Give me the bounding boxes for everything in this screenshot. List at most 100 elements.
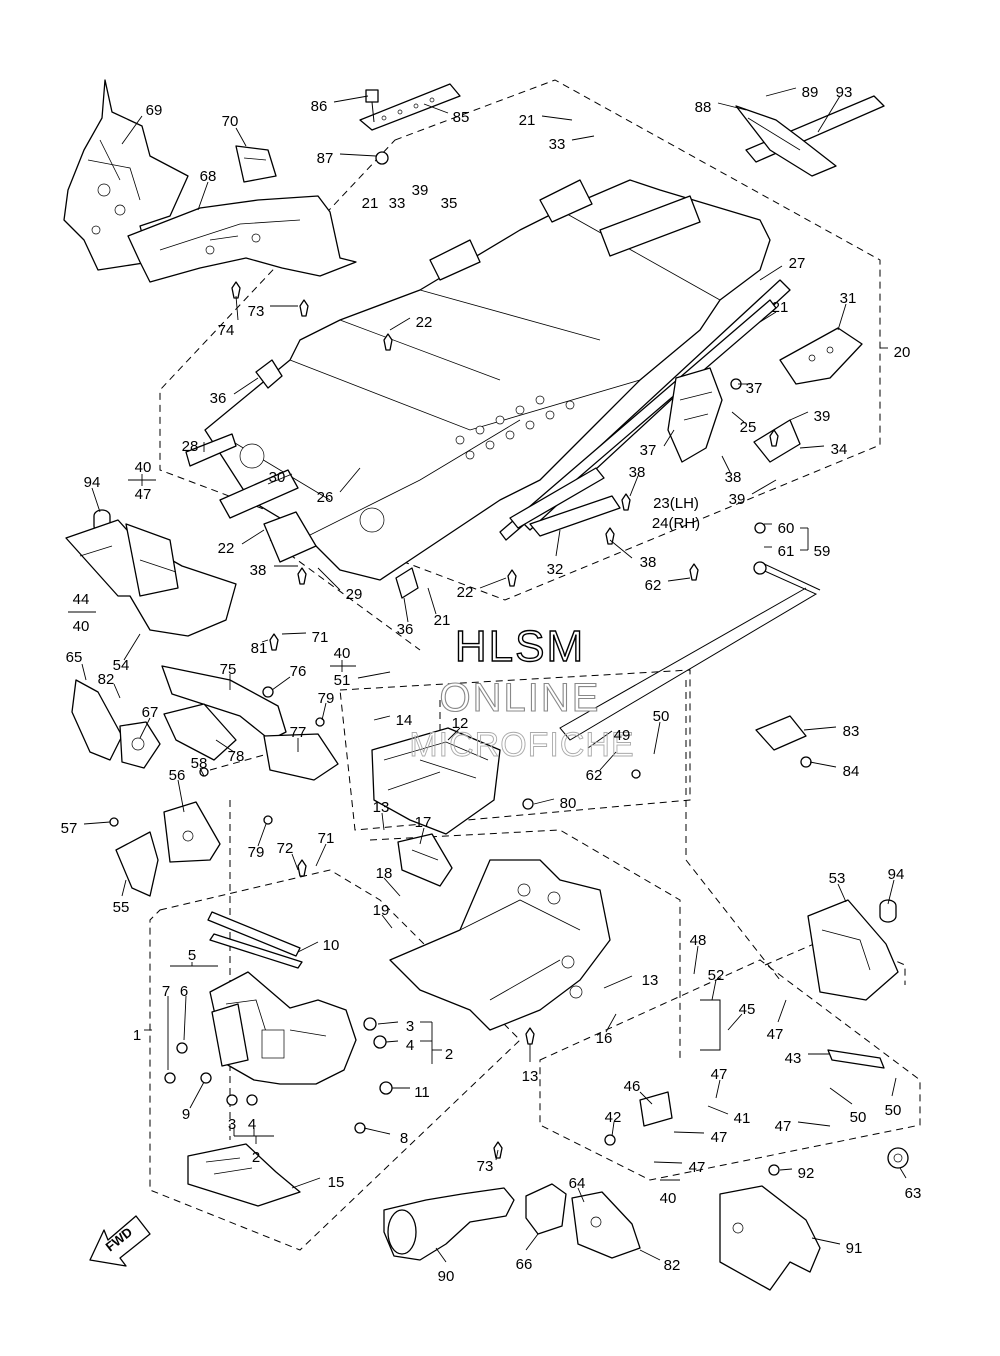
callout-c94b: 94 [888, 866, 905, 883]
part-53-bracket [807, 899, 899, 1001]
part-15-skid [187, 1143, 301, 1207]
callout-c10: 10 [323, 937, 340, 954]
callout-c33b: 33 [389, 195, 406, 212]
callout-c36b: 36 [397, 621, 414, 638]
part-52-45-rod [700, 999, 721, 1051]
callout-c41: 41 [734, 1110, 751, 1127]
callout-c47f: 47 [689, 1159, 706, 1176]
callout-c42: 42 [605, 1109, 622, 1126]
part-91-plate [719, 1185, 821, 1291]
callout-c52: 52 [708, 967, 725, 984]
callout-c47d: 47 [775, 1118, 792, 1135]
callout-c38d: 38 [640, 554, 657, 571]
callout-c9: 9 [182, 1106, 190, 1123]
callout-c93: 93 [836, 84, 853, 101]
callout-c19: 19 [373, 902, 390, 919]
callout-c59: 59 [814, 543, 831, 560]
callout-c37a: 37 [746, 380, 763, 397]
callout-c48: 48 [690, 932, 707, 949]
callout-c70: 70 [222, 113, 239, 130]
callout-c53: 53 [829, 870, 846, 887]
callout-c7: 7 [162, 983, 170, 1000]
part-43-bar [827, 1049, 885, 1069]
callout-c25: 25 [740, 419, 757, 436]
part-59-tube [559, 522, 821, 741]
part-88-89-93-crossbar [735, 95, 885, 177]
callout-c46: 46 [624, 1078, 641, 1095]
part-27-side-rail [499, 279, 791, 541]
callout-c38b: 38 [725, 469, 742, 486]
watermark-line-2: ONLINE [440, 676, 601, 720]
callout-c63: 63 [905, 1185, 922, 1202]
callout-c56: 56 [169, 767, 186, 784]
callout-c89: 89 [802, 84, 819, 101]
callout-c12: 12 [452, 715, 469, 732]
callout-c45: 45 [739, 1001, 756, 1018]
callout-c31: 31 [840, 290, 857, 307]
callout-c11: 11 [414, 1084, 430, 1101]
callout-c43: 43 [785, 1050, 802, 1067]
callout-c84: 84 [843, 763, 860, 780]
part-1-steering-block [209, 971, 357, 1085]
callout-c13a: 13 [373, 799, 390, 816]
callout-c73a: 73 [248, 303, 265, 320]
part-55-56-57-58-bracket [109, 801, 221, 897]
part-28-30-lower-brackets [185, 433, 317, 563]
forward-arrow-icon: FWD [89, 1215, 151, 1267]
callout-c3a: 3 [406, 1018, 414, 1035]
callout-c57: 57 [61, 820, 78, 837]
part-69-side-panel [63, 79, 189, 271]
callout-c33a: 33 [549, 136, 566, 153]
callout-c80: 80 [560, 795, 577, 812]
part-23-24-brackets [667, 367, 723, 463]
callout-c35: 35 [441, 195, 458, 212]
callout-c22b: 22 [218, 540, 235, 557]
callout-c60: 60 [778, 520, 795, 537]
callout-c47e: 47 [711, 1129, 728, 1146]
callout-c2a: 2 [445, 1046, 453, 1063]
callout-c65: 65 [66, 649, 83, 666]
watermark-line-1: HLSM [455, 622, 585, 671]
callout-c82a: 82 [98, 671, 115, 688]
callout-c79a: 79 [318, 690, 335, 707]
callout-c78: 78 [228, 748, 245, 765]
callout-c86: 86 [311, 98, 328, 115]
callout-c21c: 21 [772, 299, 789, 316]
callout-c17: 17 [415, 814, 432, 831]
callout-c82b: 82 [664, 1257, 681, 1274]
fasteners [164, 281, 812, 1176]
watermark-line-3: MICROFICHE [409, 726, 634, 764]
callout-c68: 68 [200, 168, 217, 185]
callout-c90: 90 [438, 1268, 455, 1285]
part-83-bracket [755, 715, 807, 751]
part-65-67-bearing [71, 679, 161, 769]
callout-c47a: 47 [135, 486, 152, 503]
callout-c32: 32 [547, 561, 564, 578]
callout-c79b: 79 [248, 844, 265, 861]
callout-c40a: 40 [135, 459, 152, 476]
callout-c4b: 4 [248, 1116, 256, 1133]
callout-c39c: 39 [729, 491, 746, 508]
callout-c91: 91 [846, 1240, 863, 1257]
callout-c34: 34 [831, 441, 848, 458]
part-63-flange [887, 1147, 909, 1169]
callout-c76: 76 [290, 663, 307, 680]
callout-c1: 1 [133, 1027, 141, 1044]
part-94-bushing-right [879, 899, 897, 923]
callout-c44: 44 [73, 591, 90, 608]
callout-c58: 58 [191, 755, 208, 772]
callout-c27: 27 [789, 255, 806, 272]
leader-lines [68, 87, 907, 1263]
callout-c40c: 40 [334, 645, 351, 662]
part-subframe-steering [389, 859, 611, 1031]
callout-c16: 16 [596, 1030, 613, 1047]
part-70-bracket [235, 145, 277, 183]
callout-c13b: 13 [642, 972, 659, 989]
callout-c39b: 39 [814, 408, 831, 425]
callout-c62a: 62 [645, 577, 662, 594]
callout-c20: 20 [894, 344, 911, 361]
callout-c47b: 47 [767, 1026, 784, 1043]
callout-c39a: 39 [412, 182, 429, 199]
callout-c88: 88 [695, 99, 712, 116]
callout-c15: 15 [328, 1174, 345, 1191]
